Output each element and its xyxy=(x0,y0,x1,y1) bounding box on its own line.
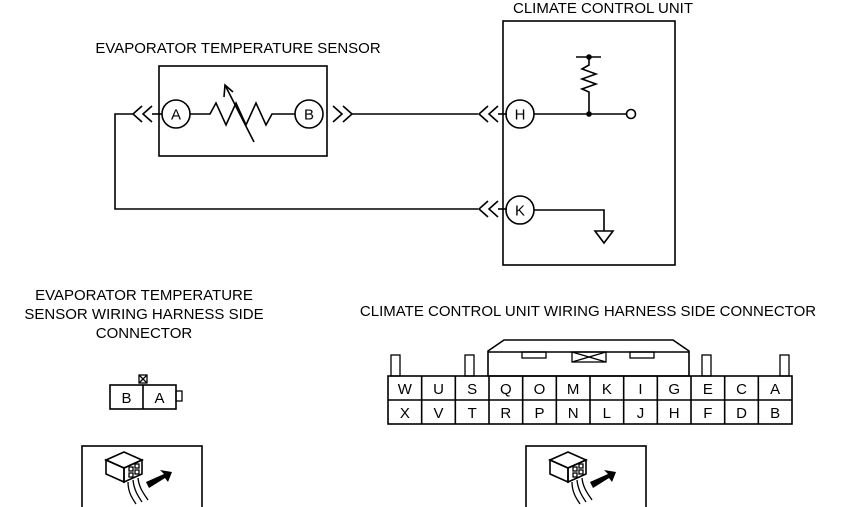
ccu-connector-pin-m: M xyxy=(567,381,580,398)
ccu-connector-pin-e: E xyxy=(703,381,713,398)
ccu-connector-grid xyxy=(420,376,760,424)
ccu-body xyxy=(502,20,676,266)
ccu-title: CLIMATE CONTROL UNIT xyxy=(513,0,693,17)
ccu-connector-pin-v: V xyxy=(433,405,443,422)
ccu-connector-pin-d: D xyxy=(736,405,747,422)
ccu-connector-pin-b: B xyxy=(770,405,780,422)
ccu-connector-pin-c: C xyxy=(736,381,747,398)
ccu-connector-pin-h: H xyxy=(669,405,680,422)
ccu-connector-pin-t: T xyxy=(468,405,477,422)
sensor-body xyxy=(158,65,328,157)
connector-arrow-b xyxy=(332,105,354,123)
ccu-connector-pin-p: P xyxy=(534,405,544,422)
ccu-connector-pin-w: W xyxy=(398,381,413,398)
svg-text:A: A xyxy=(171,107,181,124)
ccu-connector-pin-x: X xyxy=(400,405,410,422)
svg-text:B: B xyxy=(121,390,131,407)
evap-connector-face: B A xyxy=(109,374,183,410)
evap-connector-title-1: EVAPORATOR TEMPERATURE xyxy=(35,287,253,304)
sensor-pin-b: B xyxy=(294,99,324,129)
connector-view-icon xyxy=(525,445,647,507)
ccu-pin-k: K xyxy=(505,195,535,225)
connector-view-icon xyxy=(81,445,203,507)
evap-connector-title-2: SENSOR WIRING HARNESS SIDE xyxy=(24,306,263,323)
wire-a-to-k xyxy=(114,113,478,210)
svg-text:H: H xyxy=(515,107,526,124)
svg-text:K: K xyxy=(515,203,525,220)
ccu-connector-pin-r: R xyxy=(500,405,511,422)
ccu-connector-pin-o: O xyxy=(534,381,546,398)
ccu-connector-pin-q: Q xyxy=(500,381,512,398)
resistor-icon xyxy=(576,54,601,114)
ccu-connector-pin-l: L xyxy=(603,405,611,422)
ccu-connector-pin-f: F xyxy=(703,405,712,422)
ccu-connector-pin-a: A xyxy=(770,381,780,398)
connector-arrow-a xyxy=(131,105,162,123)
thermistor-icon xyxy=(190,83,295,143)
output-terminal xyxy=(625,108,637,120)
evap-sensor-title: EVAPORATOR TEMPERATURE SENSOR xyxy=(95,40,380,57)
svg-text:A: A xyxy=(154,390,164,407)
sensor-pin-a: A xyxy=(161,99,191,129)
ccu-connector-pin-i: I xyxy=(638,381,642,398)
ccu-connector-title: CLIMATE CONTROL UNIT WIRING HARNESS SIDE… xyxy=(360,303,816,320)
ccu-connector-pin-k: K xyxy=(602,381,612,398)
ccu-connector-pin-g: G xyxy=(668,381,680,398)
ccu-connector-pin-n: N xyxy=(568,405,579,422)
svg-text:B: B xyxy=(304,107,314,124)
ccu-connector-pins: W U S Q O M K I G E C A X V T R P N L J H F D B xyxy=(398,381,780,422)
ccu-connector-pin-s: S xyxy=(467,381,477,398)
ground-icon xyxy=(534,209,615,245)
ccu-connector-pin-j: J xyxy=(637,405,645,422)
ccu-pin-h: H xyxy=(505,99,535,129)
ccu-connector-pin-u: U xyxy=(433,381,444,398)
evap-connector-title-3: CONNECTOR xyxy=(96,325,193,342)
